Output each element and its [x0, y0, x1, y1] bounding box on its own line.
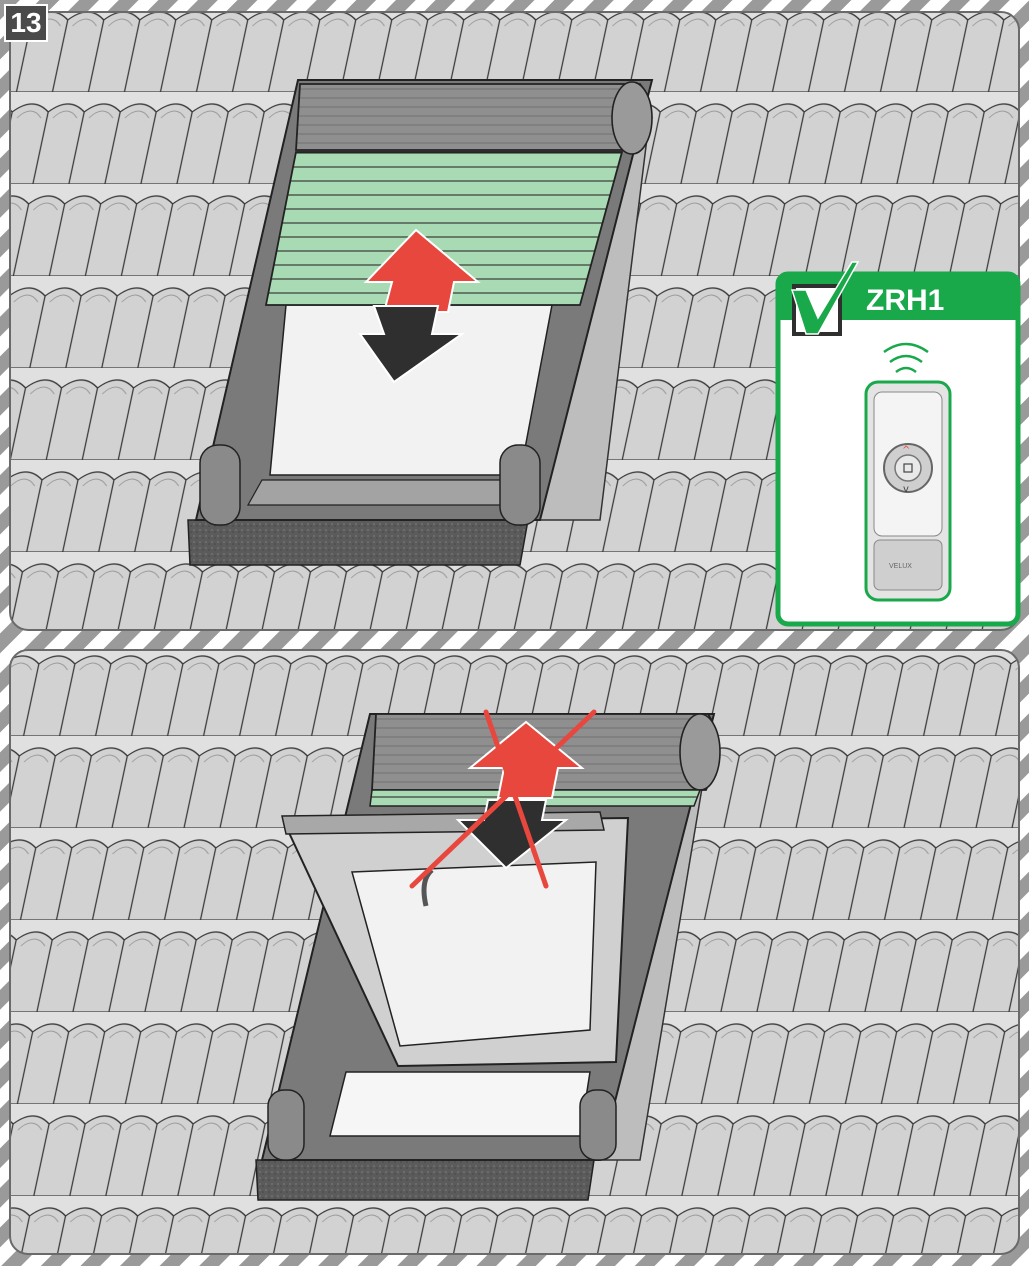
panel-top: ZRH1 ^ v VELUX [10, 12, 1019, 630]
remote-down-icon: v [903, 484, 909, 495]
flashing-bottom-2 [256, 1160, 594, 1200]
panel-bottom [10, 650, 1019, 1254]
remote-callout: ZRH1 ^ v VELUX [778, 262, 1018, 624]
flashing-bottom [188, 520, 528, 565]
remote-brand-text: VELUX [889, 563, 912, 570]
remote-up-icon: ^ [902, 445, 910, 456]
step-number-badge: 13 [4, 4, 48, 42]
remote-control: ^ v VELUX [866, 382, 950, 600]
shutter-box [296, 84, 650, 150]
callout-title: ZRH1 [866, 284, 944, 317]
